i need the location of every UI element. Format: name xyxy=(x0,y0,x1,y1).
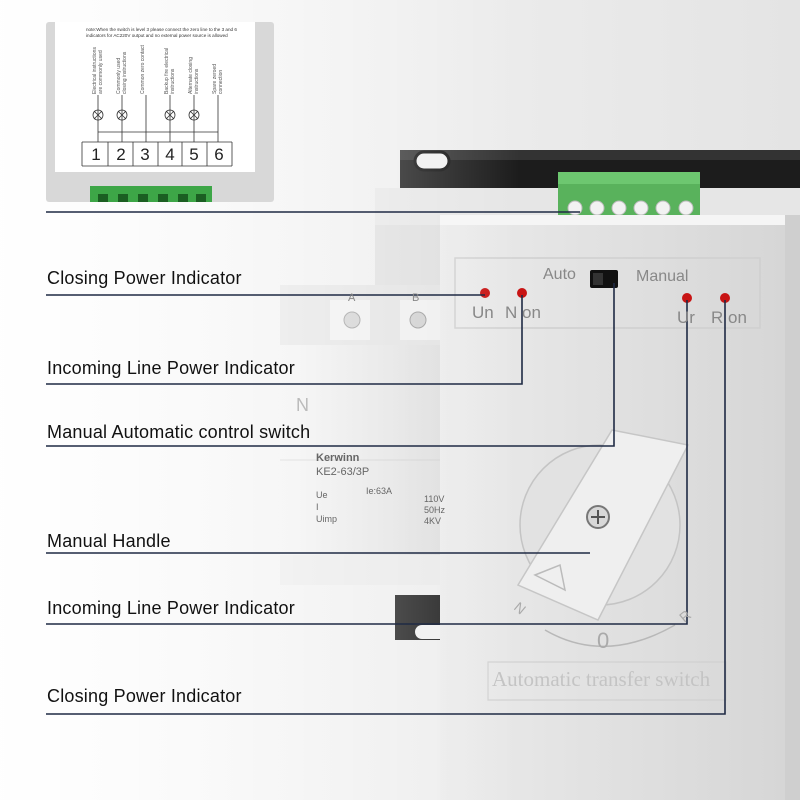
leader-closing-power-2 xyxy=(46,300,726,715)
channel-number-1: 1 xyxy=(91,145,101,164)
leader-incoming-line-2 xyxy=(46,300,688,625)
spec-uimp-value: 4KV xyxy=(424,516,442,526)
handle-0-label: 0 xyxy=(597,628,610,653)
channel-number-2: 2 xyxy=(116,145,126,164)
channel-description-4: Backup fire electrical instructions xyxy=(164,47,176,94)
spec-uimp-label: Uimp xyxy=(316,514,338,524)
terminal-a-label: A xyxy=(348,292,356,304)
mode-auto-label: Auto xyxy=(543,266,576,283)
channel-description-5: Alternate closing instructions xyxy=(188,57,200,94)
channel-number-5: 5 xyxy=(189,145,199,164)
indicator-un-label: Un xyxy=(472,303,494,322)
channel-number-4: 4 xyxy=(165,145,175,164)
channel-description-2: Commonly used closing instructions xyxy=(116,51,128,94)
indicator-ron-label: R on xyxy=(711,308,747,327)
callout-incoming-line-power-indicator-bottom: Incoming Line Power Indicator xyxy=(47,598,295,618)
callout-manual-automatic-control-switch: Manual Automatic control switch xyxy=(47,422,311,442)
callout-manual-handle: Manual Handle xyxy=(47,531,171,551)
wiring-note: note:When the switch is level 3 please c… xyxy=(86,27,237,38)
channel-number-3: 3 xyxy=(140,145,150,164)
nameplate-text: Automatic transfer switch xyxy=(492,667,711,691)
brand-logo: Kerwinn xyxy=(316,452,360,464)
callout-closing-power-indicator-top: Closing Power Indicator xyxy=(47,268,242,288)
callout-incoming-line-power-indicator-top: Incoming Line Power Indicator xyxy=(47,358,295,378)
callout-leaders xyxy=(46,211,726,715)
channel-number-6: 6 xyxy=(214,145,224,164)
leader-mode-switch xyxy=(46,283,615,447)
indicator-non-label: N on xyxy=(505,303,541,322)
spec-i-value: 50Hz xyxy=(424,505,446,515)
rating-label: Ie:63A xyxy=(366,486,393,496)
spec-ue-value: 110V xyxy=(424,494,445,504)
spec-ue-label: Ue xyxy=(316,490,328,500)
indicator-ur-label: Ur xyxy=(677,308,695,327)
terminal-b-label: B xyxy=(412,292,420,304)
mode-manual-label: Manual xyxy=(636,268,689,285)
side-n-label: N xyxy=(296,395,309,415)
leader-incoming-line-1 xyxy=(46,295,523,385)
channel-description-3: Common zero contact xyxy=(140,45,146,94)
spec-i-label: I xyxy=(316,502,319,512)
channel-description-6: Spare zeroed connection xyxy=(212,63,224,94)
channel-description-1: Electrical instructions are commonly use… xyxy=(92,47,104,94)
model-number: KE2-63/3P xyxy=(316,466,370,478)
callout-closing-power-indicator-bottom: Closing Power Indicator xyxy=(47,686,242,706)
wiring-diagram-inset xyxy=(46,22,274,202)
terminal-block xyxy=(558,172,700,224)
